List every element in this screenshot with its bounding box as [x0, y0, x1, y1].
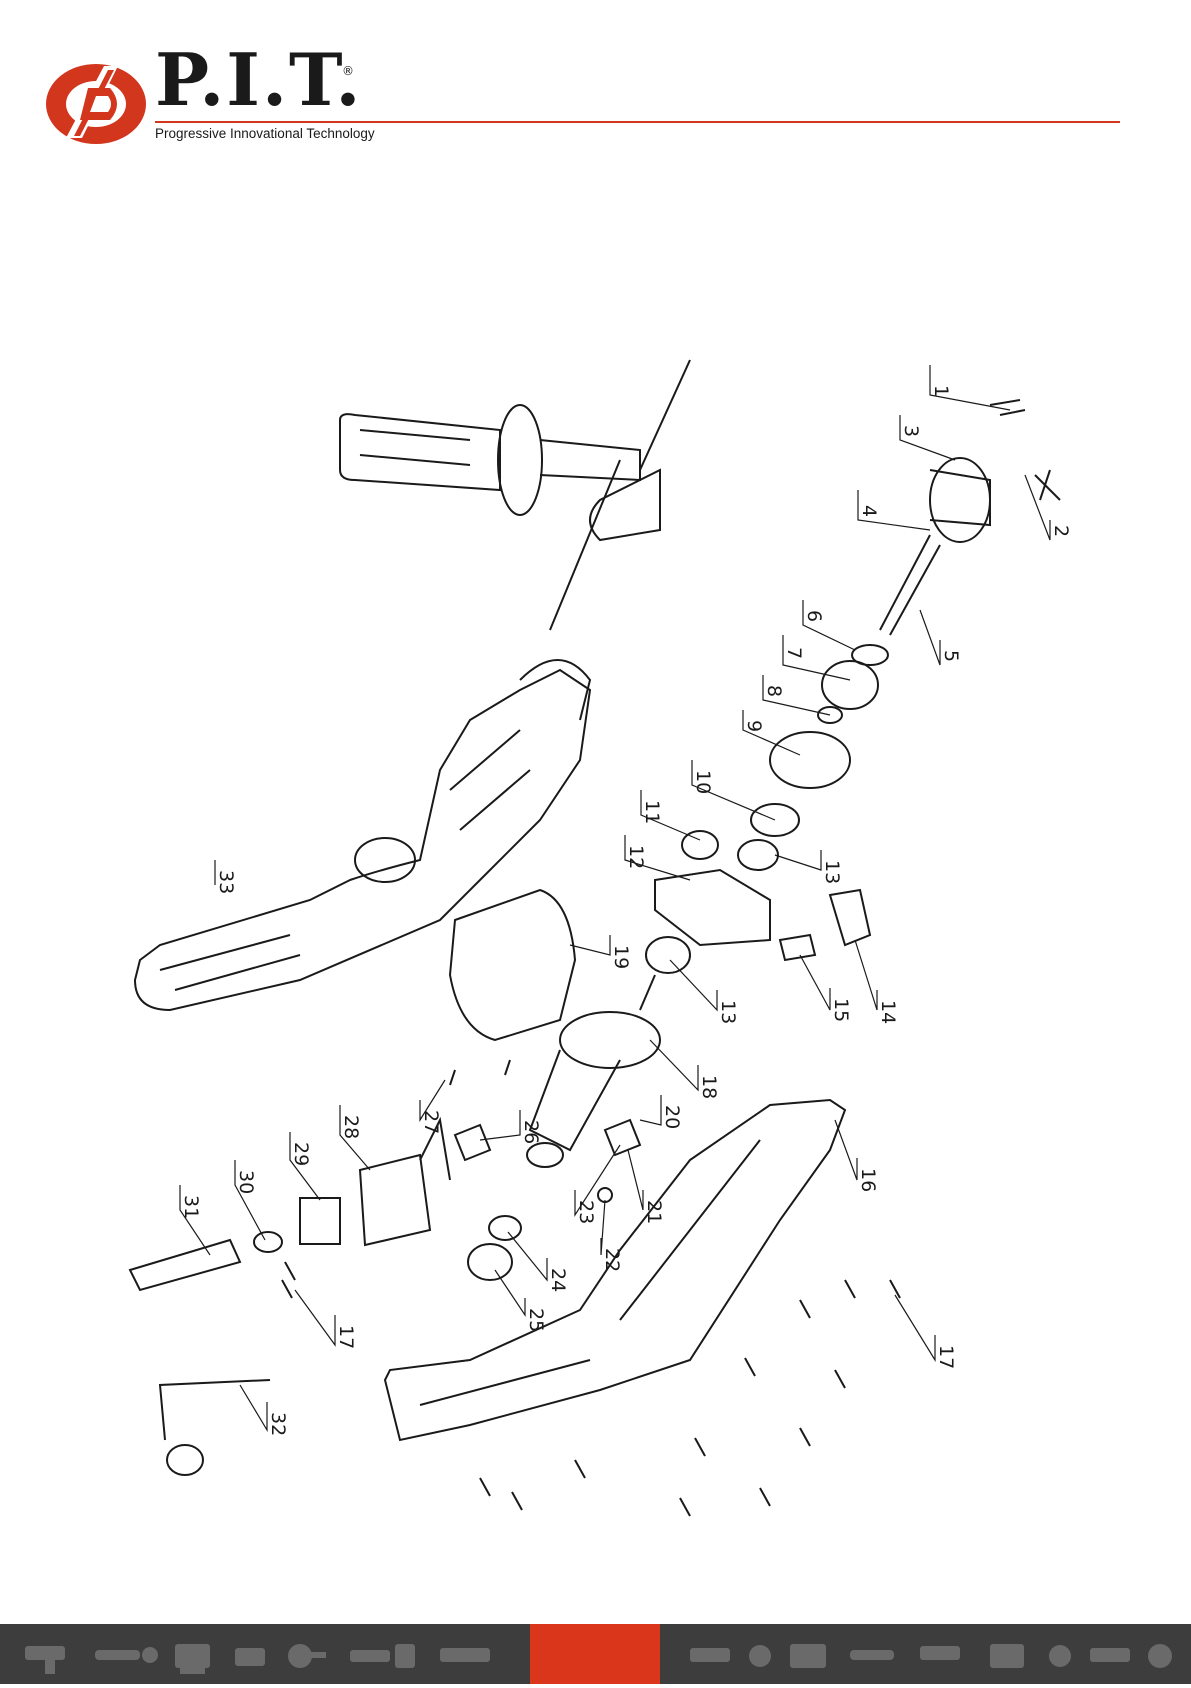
chuck-spindle-drawing: [654, 399, 1061, 962]
drill-icon: [25, 1646, 65, 1674]
stator-drawing: [448, 888, 691, 1042]
callout-10: 10: [692, 770, 714, 794]
callout-31: 31: [180, 1195, 202, 1219]
chainsaw-icon: [95, 1647, 158, 1663]
exploded-parts-diagram: 1 2 3 4 5 6 7 8 9 10 11 12 13 13 14 15 1…: [128, 359, 1072, 1517]
callout-21: 21: [643, 1200, 665, 1224]
side-handle-drawing: [339, 359, 691, 631]
callout-14: 14: [877, 1000, 899, 1024]
callout-15: 15: [830, 998, 852, 1022]
callout-3: 3: [900, 425, 922, 437]
callout-1: 1: [930, 385, 952, 397]
callout-7: 7: [783, 647, 805, 659]
sander-icon: [235, 1648, 265, 1666]
header-rule: [155, 121, 1120, 123]
switch-brush-drawing: [128, 1059, 642, 1292]
callout-22: 22: [601, 1248, 623, 1272]
callout-23: 23: [575, 1200, 597, 1224]
part-callouts: 1 2 3 4 5 6 7 8 9 10 11 12 13 13 14 15 1…: [180, 385, 1072, 1436]
callout-9: 9: [743, 720, 765, 732]
pit-logo-icon: [46, 64, 146, 144]
armature-drawing: [526, 974, 661, 1168]
callout-4: 4: [858, 505, 880, 517]
callout-29: 29: [290, 1142, 312, 1166]
callout-18: 18: [698, 1075, 720, 1099]
callout-19: 19: [610, 945, 632, 969]
callout-5: 5: [940, 650, 962, 662]
callout-8: 8: [763, 685, 785, 697]
generator-icon: [175, 1644, 210, 1674]
saw-icon: [350, 1644, 415, 1668]
callout-20: 20: [661, 1105, 683, 1129]
callout-17-right: 17: [935, 1345, 957, 1369]
callout-12: 12: [625, 845, 647, 869]
callout-13-upper: 13: [821, 860, 843, 884]
callout-17-left: 17: [335, 1325, 357, 1349]
callout-6: 6: [803, 610, 825, 622]
registered-mark: ®: [342, 64, 354, 78]
callout-25: 25: [525, 1308, 547, 1332]
callout-2: 2: [1050, 525, 1072, 537]
callout-13-lower: 13: [717, 1000, 739, 1024]
callout-28: 28: [340, 1115, 362, 1139]
callout-16: 16: [857, 1168, 879, 1192]
callout-24: 24: [547, 1268, 569, 1292]
callout-30: 30: [235, 1170, 257, 1194]
mixer-icon: [288, 1644, 326, 1668]
callout-11: 11: [641, 800, 663, 824]
callout-32: 32: [267, 1412, 289, 1436]
housing-shell-drawing: [133, 659, 592, 1012]
callout-26: 26: [520, 1120, 542, 1144]
leader-lines: [179, 365, 1051, 1433]
callout-33: 33: [215, 870, 237, 894]
brand-tagline: Progressive Innovational Technology: [155, 126, 375, 141]
housing-half-drawing: [383, 1098, 847, 1442]
callout-27: 27: [420, 1110, 442, 1134]
page-header: P.I.T. ® Progressive Innovational Techno…: [0, 0, 1191, 160]
power-cord-drawing: [158, 1379, 271, 1476]
footer-tool-strip: [25, 1644, 1172, 1674]
screws-drawing: [281, 1261, 901, 1517]
footer-accent-block: [530, 1624, 660, 1684]
brand-name: P.I.T.: [155, 37, 363, 122]
